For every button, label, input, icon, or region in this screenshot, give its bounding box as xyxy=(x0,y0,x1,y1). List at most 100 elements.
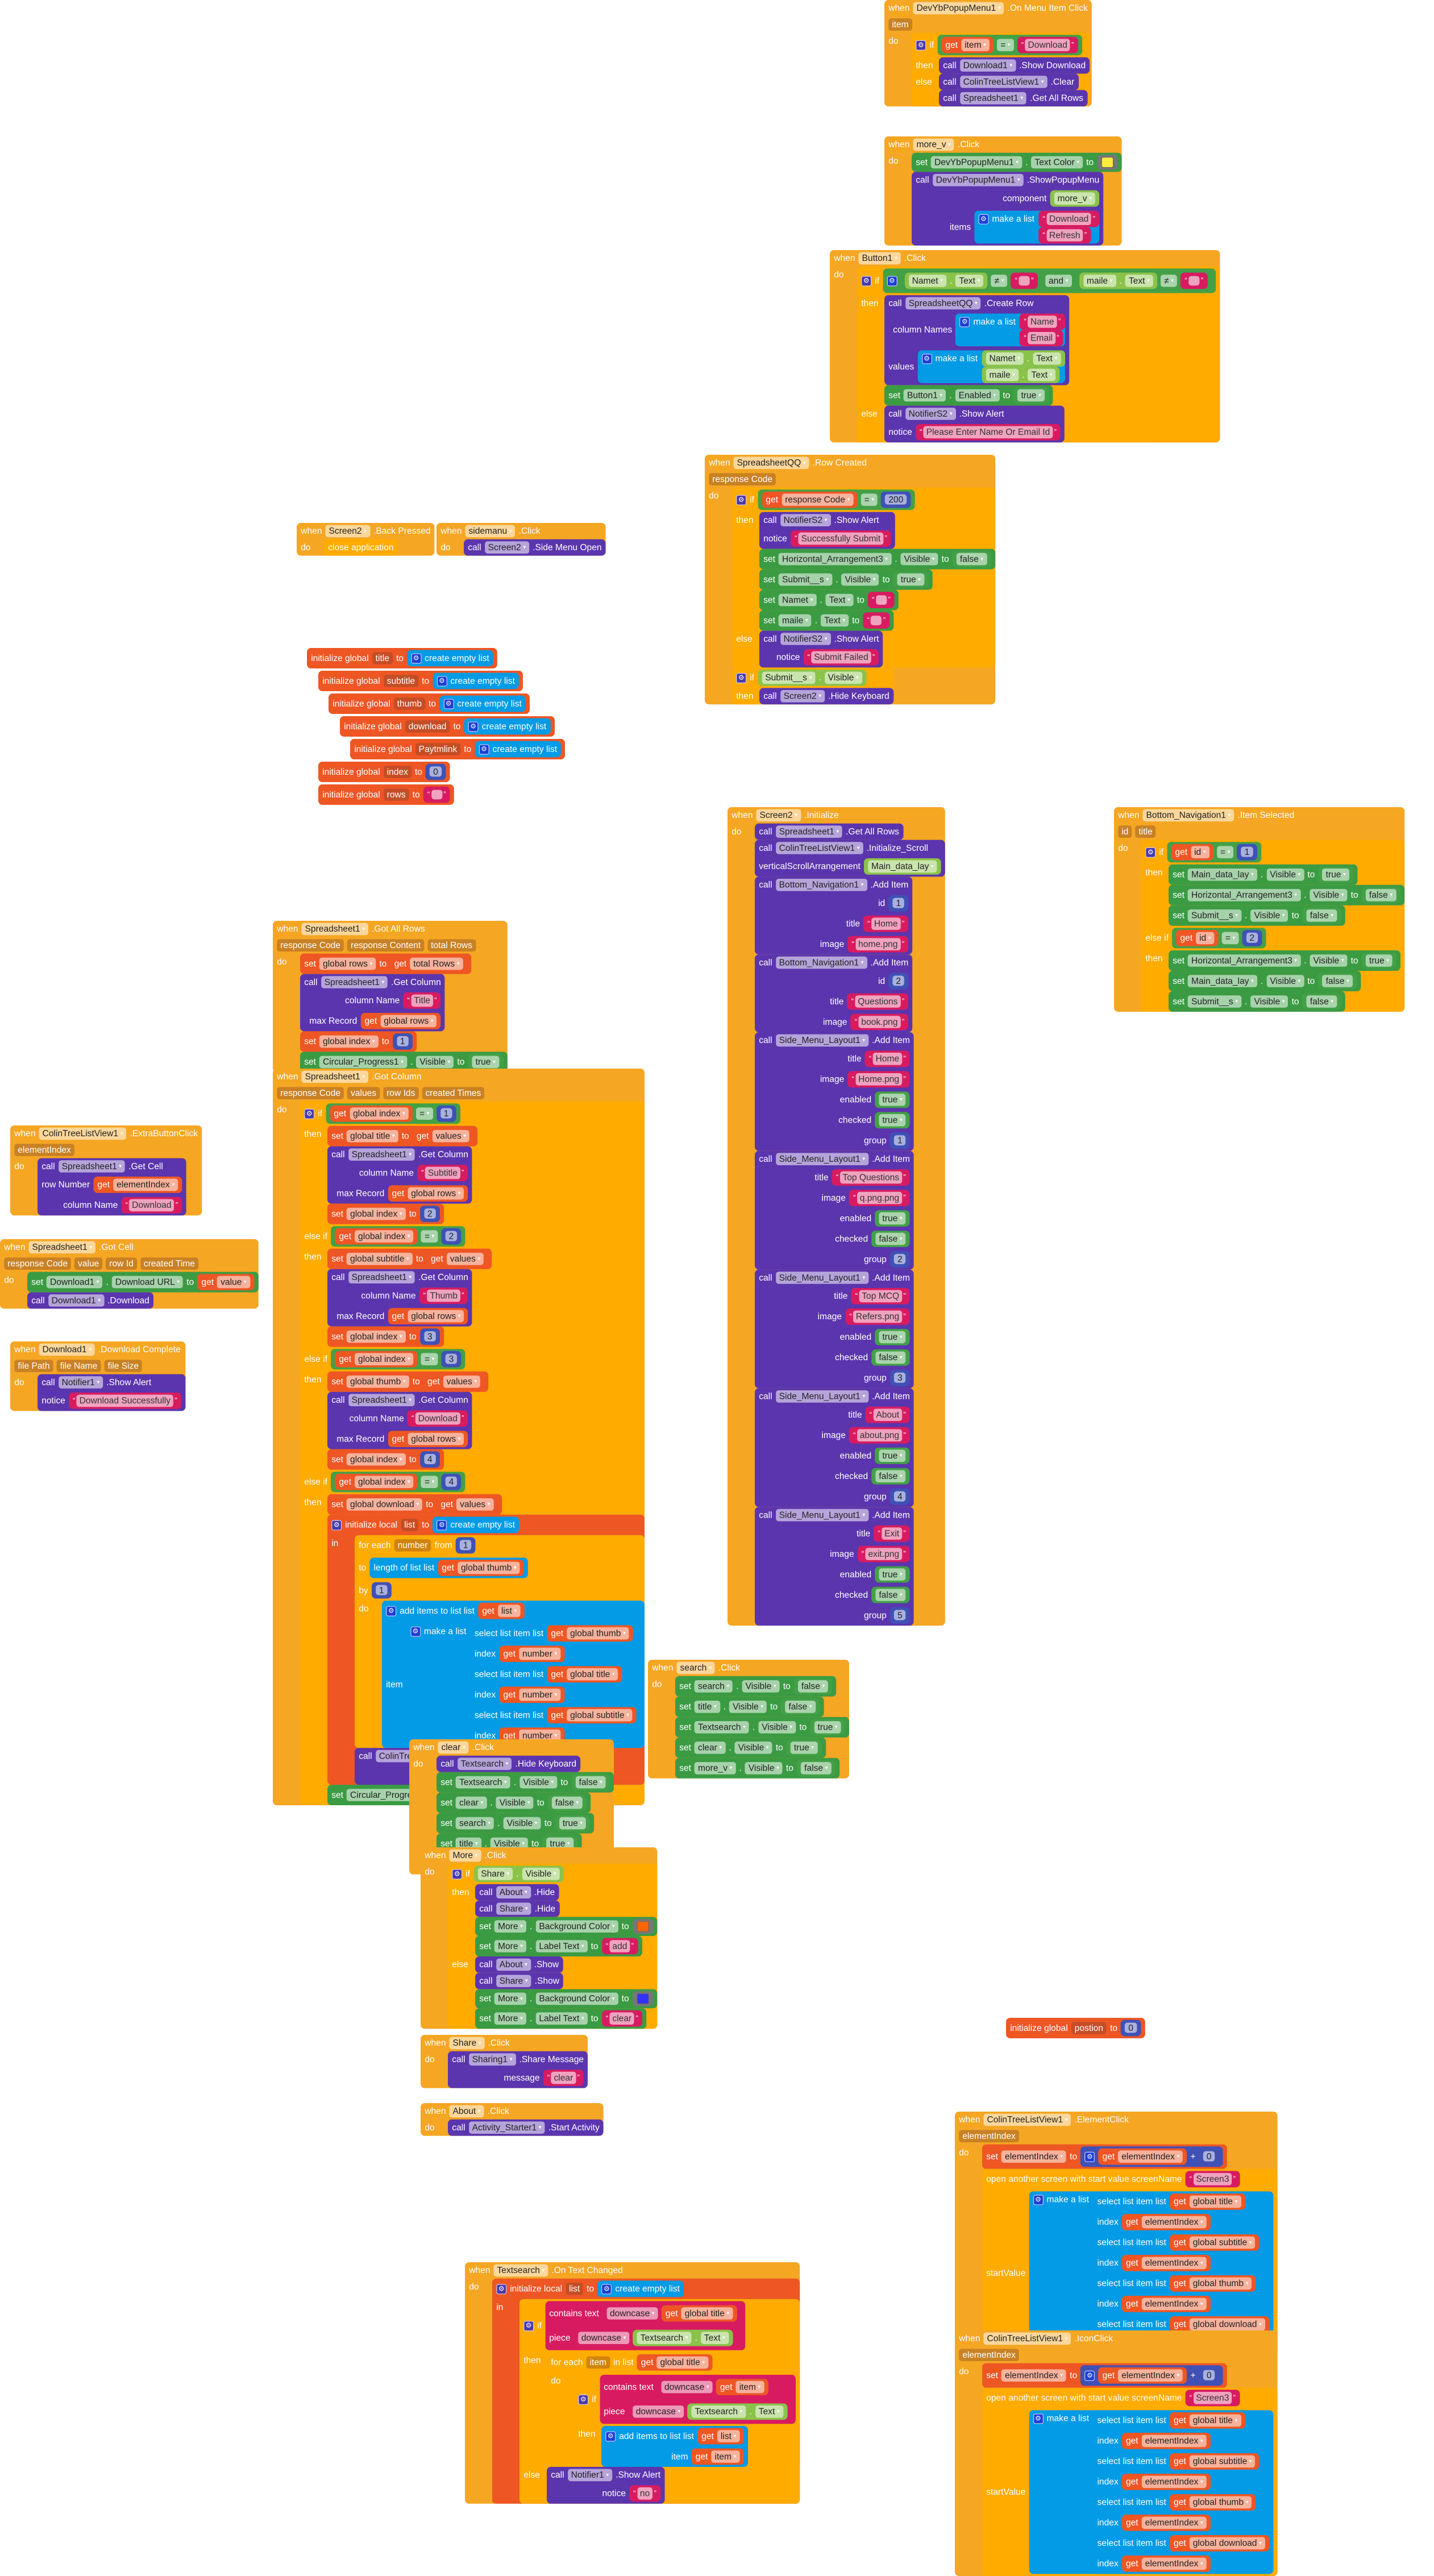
open-another-screen-block[interactable]: open another screen with start value scr… xyxy=(982,2168,1278,2357)
text-block[interactable]: “about.png” xyxy=(849,1427,910,1444)
number-block[interactable]: 1 xyxy=(1237,844,1257,861)
text-block[interactable]: “About” xyxy=(865,1406,910,1423)
downcase-block[interactable]: downcase▾Textsearch▾.Text▾ xyxy=(628,2401,792,2422)
mutator-gear-icon[interactable]: ⚙ xyxy=(921,353,932,364)
boolean-dropdown[interactable]: false▾ xyxy=(875,1351,906,1364)
property-getter-block[interactable]: Textsearch▾.Text▾ xyxy=(687,2403,788,2420)
component-dropdown[interactable]: Side_Menu_Layout1▾ xyxy=(775,1153,869,1165)
boolean-dropdown[interactable]: true▾ xyxy=(879,1568,906,1581)
component-dropdown[interactable]: ColinTreeListView1▾ xyxy=(959,76,1048,88)
case-dropdown[interactable]: downcase▾ xyxy=(632,2405,684,2418)
variable-dropdown[interactable]: global index▾ xyxy=(319,1035,379,1048)
number-literal[interactable]: 200 xyxy=(885,493,907,506)
mutator-gear-icon[interactable]: ⚙ xyxy=(978,214,989,225)
create-empty-list-block[interactable]: ⚙create empty list xyxy=(406,650,493,667)
boolean-block[interactable]: true▾ xyxy=(875,1447,910,1464)
mutator-gear-icon[interactable]: ⚙ xyxy=(578,2394,589,2405)
variable-dropdown[interactable]: global title▾ xyxy=(681,2307,733,2320)
mutator-gear-icon[interactable]: ⚙ xyxy=(523,2320,534,2331)
boolean-dropdown[interactable]: false▾ xyxy=(875,1470,906,1482)
text-block[interactable]: “exit.png” xyxy=(857,1545,910,1563)
component-dropdown[interactable]: title▾ xyxy=(695,1701,720,1713)
variable-dropdown[interactable]: elementIndex▾ xyxy=(1001,2150,1067,2163)
variable-dropdown[interactable]: global title▾ xyxy=(656,2356,709,2369)
text-literal[interactable]: “clear” xyxy=(547,2071,580,2084)
text-value[interactable]: Download xyxy=(1025,39,1070,51)
boolean-block[interactable]: false▾ xyxy=(781,1698,820,1715)
text-value[interactable] xyxy=(1019,276,1030,286)
text-value[interactable]: Download Successfully xyxy=(76,1394,173,1407)
component-dropdown[interactable]: Side_Menu_Layout1▾ xyxy=(775,1509,869,1522)
component-dropdown[interactable]: Spreadsheet1▾ xyxy=(301,1070,369,1083)
number-literal[interactable]: 3 xyxy=(445,1353,458,1365)
component-dropdown[interactable]: Download1▾ xyxy=(39,1343,95,1356)
component-dropdown[interactable]: Spreadsheet1▾ xyxy=(321,976,388,988)
property-dropdown[interactable]: Visible▾ xyxy=(519,1776,558,1789)
text-literal[interactable]: “Email” xyxy=(1024,332,1059,344)
number-literal[interactable]: 1 xyxy=(459,1539,472,1552)
component-dropdown[interactable]: Submit__s▾ xyxy=(1188,995,1242,1008)
text-value[interactable]: Refers.png xyxy=(853,1310,902,1323)
component-dropdown[interactable]: Horizontal_Arrangement3▾ xyxy=(1188,889,1301,901)
number-block[interactable]: 5 xyxy=(890,1607,910,1624)
text-value[interactable]: Exit xyxy=(882,1527,902,1540)
variable-dropdown[interactable]: global index▾ xyxy=(347,1453,406,1466)
number-value[interactable]: 3 xyxy=(894,1372,906,1383)
boolean-block[interactable]: true▾ xyxy=(1318,866,1354,883)
number-literal[interactable]: 0 xyxy=(1203,2369,1215,2382)
text-literal[interactable]: “Screen3” xyxy=(1190,2392,1236,2404)
component-dropdown[interactable]: Submit__s▾ xyxy=(779,573,833,586)
component-dropdown[interactable]: Namet▾ xyxy=(908,275,946,287)
text-block[interactable]: “Refers.png” xyxy=(845,1308,910,1325)
text-value[interactable]: Home xyxy=(871,917,901,930)
number-value[interactable]: 1 xyxy=(375,1585,388,1596)
text-value[interactable]: about.png xyxy=(857,1429,902,1441)
boolean-dropdown[interactable]: true▾ xyxy=(879,1449,906,1462)
text-literal[interactable]: “Submit Failed” xyxy=(808,651,875,664)
text-block[interactable]: “Top MCQ” xyxy=(851,1288,910,1304)
variable-dropdown[interactable]: global download▾ xyxy=(347,1498,423,1511)
case-dropdown[interactable]: downcase▾ xyxy=(577,2332,630,2344)
property-dropdown[interactable]: Visible▾ xyxy=(1250,909,1288,922)
boolean-block[interactable]: true▾ xyxy=(810,1719,846,1736)
text-literal[interactable]: “Subtitle” xyxy=(421,1166,464,1179)
number-value[interactable]: 2 xyxy=(423,1208,436,1219)
number-block[interactable]: 4 xyxy=(441,1473,462,1490)
number-block[interactable]: 1 xyxy=(455,1537,476,1554)
text-block[interactable]: “Download” xyxy=(407,1410,468,1427)
property-getter-block[interactable]: maile▾.Text▾ xyxy=(982,367,1060,383)
component-dropdown[interactable]: Bottom_Navigation1▾ xyxy=(1142,809,1235,822)
component-dropdown[interactable]: title▾ xyxy=(456,1837,481,1850)
